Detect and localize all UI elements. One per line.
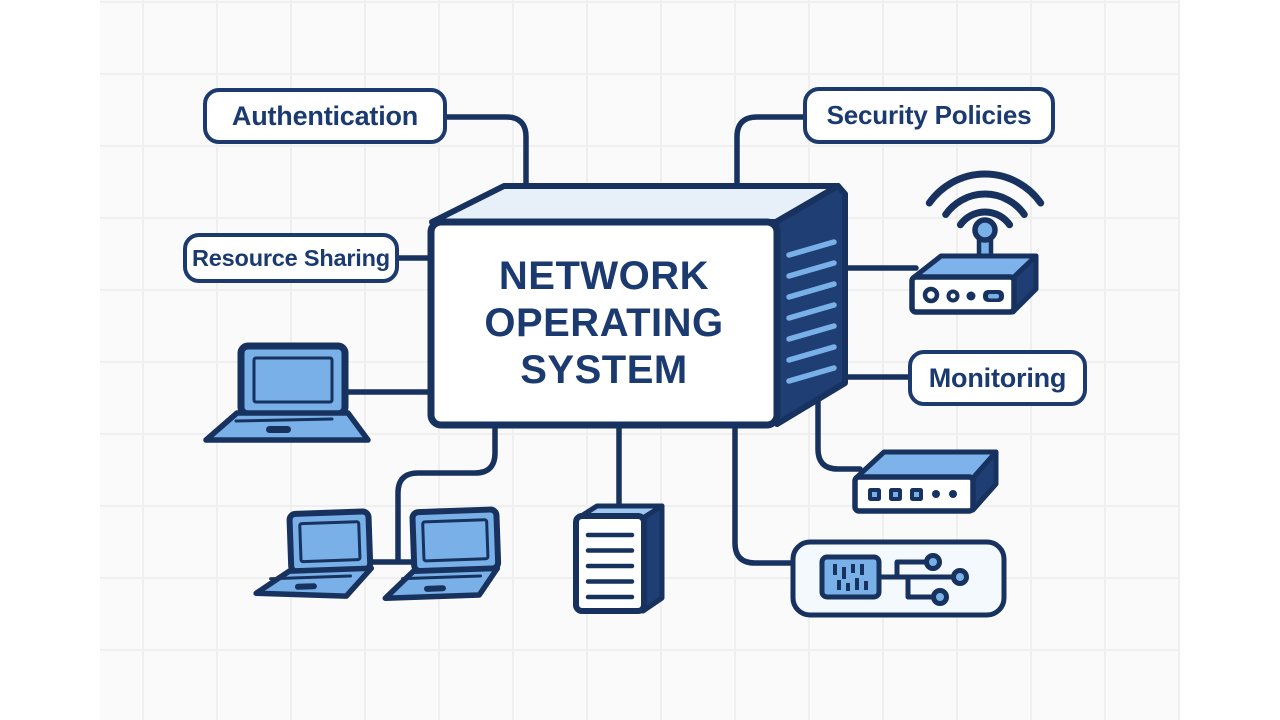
server-icon <box>573 503 665 614</box>
laptop-base <box>382 565 501 602</box>
wifi-router-icon <box>909 170 1045 315</box>
laptop-keyboard-line <box>401 574 483 581</box>
label-authentication: Authentication <box>203 88 447 144</box>
nos-box-front-face <box>427 218 781 429</box>
router-antenna-tip <box>972 217 998 243</box>
nos-title-line: OPERATING <box>484 301 724 345</box>
label-monitoring: Monitoring <box>908 350 1087 406</box>
wifi-waves-icon <box>925 170 1045 229</box>
label-resource-sharing: Resource Sharing <box>183 233 399 283</box>
nos-box-top-face <box>429 183 841 225</box>
laptop-screen-bezel <box>252 356 334 404</box>
router-front-details <box>922 286 1004 304</box>
network-switch-icon <box>852 449 999 514</box>
laptop-keyboard-line <box>269 574 353 581</box>
laptop-screen <box>237 342 349 418</box>
nos-title-line: SYSTEM <box>520 348 688 392</box>
nos-box-title: NETWORK OPERATING SYSTEM <box>431 222 777 425</box>
laptop-icon <box>203 342 371 443</box>
security-policies-connector <box>734 114 806 199</box>
router-front-face <box>909 274 1017 315</box>
laptop-keyboard-line <box>234 417 334 423</box>
label-security-policies: Security Policies <box>803 87 1055 144</box>
bottom-laptops-connector <box>368 417 498 565</box>
authentication-connector <box>444 114 529 199</box>
nos-title-line: NETWORK <box>498 254 710 298</box>
server-slots <box>585 532 635 600</box>
nic-traces <box>876 559 955 600</box>
server-front-face <box>573 513 647 614</box>
nic-chip <box>819 554 882 600</box>
laptop-trackpad <box>423 585 446 592</box>
switch-connector <box>815 395 863 472</box>
laptop-screen-bezel <box>298 520 362 564</box>
switch-ports <box>868 488 957 501</box>
laptop-icon <box>382 506 502 602</box>
nic-trace-nodes <box>924 553 969 606</box>
laptop-trackpad <box>266 426 291 433</box>
nos-box <box>427 183 848 429</box>
connector-lines <box>343 114 919 566</box>
nic-connector <box>732 417 799 566</box>
laptop-screen-bezel <box>421 518 490 563</box>
network-interface-card-icon <box>790 539 1007 618</box>
laptop-icon <box>253 508 375 599</box>
nic-chip-bars <box>833 564 868 591</box>
nos-box-vent-stripes <box>786 239 837 384</box>
laptop-trackpad <box>294 583 317 590</box>
